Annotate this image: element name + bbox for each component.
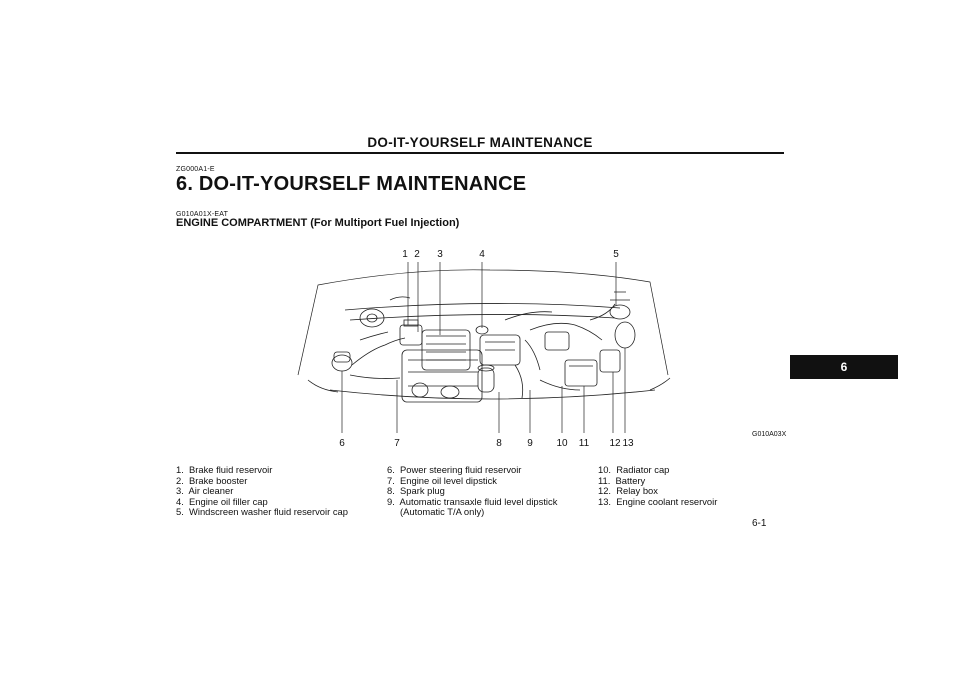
- legend-item: 3. Air cleaner: [176, 485, 234, 497]
- callout-8: 8: [496, 438, 502, 449]
- legend-item: 7. Engine oil level dipstick: [387, 474, 497, 486]
- engine-compartment-diagram: 1 2 3 4 5 6 7 8 9 10 11 12 13: [297, 249, 671, 449]
- callout-2: 2: [414, 249, 420, 260]
- subsection-code: G010A01X-EAT: [176, 211, 229, 218]
- callout-6: 6: [339, 438, 345, 449]
- header-rule: [176, 152, 784, 154]
- callout-12: 12: [609, 438, 621, 449]
- callout-5: 5: [613, 249, 619, 260]
- page-number: 6-1: [752, 518, 767, 529]
- legend-item: 9. Automatic transaxle fluid level dipst…: [387, 495, 558, 507]
- callout-1: 1: [402, 249, 408, 260]
- callout-4: 4: [479, 249, 485, 260]
- legend-item: 1. Brake fluid reservoir: [176, 464, 273, 475]
- callout-11: 11: [579, 438, 590, 449]
- callout-9: 9: [527, 438, 533, 449]
- legend-item: 4. Engine oil filler cap: [176, 495, 268, 507]
- legend-item: 8. Spark plug: [387, 485, 445, 497]
- legend-item: 12. Relay box: [598, 485, 658, 497]
- section-title: 6. DO-IT-YOURSELF MAINTENANCE: [176, 173, 527, 195]
- page-header-title: DO-IT-YOURSELF MAINTENANCE: [367, 135, 593, 150]
- legend-item: 10. Radiator cap: [598, 464, 670, 475]
- legend-item: 13. Engine coolant reservoir: [598, 495, 718, 507]
- legend-item: 5. Windscreen washer fluid reservoir cap: [176, 506, 348, 518]
- callout-10: 10: [556, 438, 568, 449]
- legend-column-3: 10. Radiator cap 11. Battery 12. Relay b…: [598, 464, 718, 507]
- subsection-title: ENGINE COMPARTMENT (For Multiport Fuel I…: [176, 217, 460, 229]
- callout-7: 7: [394, 438, 400, 449]
- section-code: ZG000A1-E: [176, 166, 215, 173]
- legend-column-1: 1. Brake fluid reservoir 2. Brake booste…: [176, 464, 348, 518]
- legend-item: 6. Power steering fluid reservoir: [387, 464, 522, 475]
- legend-item: 2. Brake booster: [176, 474, 248, 486]
- legend-item: 11. Battery: [598, 474, 646, 486]
- chapter-tab: 6: [790, 355, 898, 379]
- legend-item: (Automatic T/A only): [387, 506, 485, 518]
- legend-column-2: 6. Power steering fluid reservoir 7. Eng…: [387, 464, 558, 518]
- callout-13: 13: [622, 438, 634, 449]
- callout-3: 3: [437, 249, 443, 260]
- figure-code: G010A03X: [752, 431, 787, 438]
